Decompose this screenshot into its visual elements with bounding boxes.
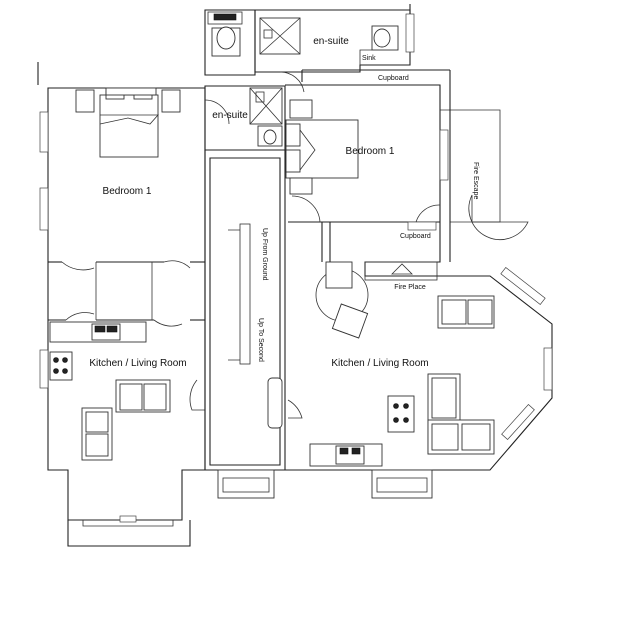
bedroom-right-label: Bedroom 1 xyxy=(346,146,395,157)
left-kitchen-furniture xyxy=(49,321,171,461)
stair-corridor xyxy=(204,150,286,499)
up-to-second-label: Up To Second xyxy=(257,318,264,362)
kitchen-left-label: Kitchen / Living Room xyxy=(89,358,186,369)
left-flat-walls xyxy=(37,62,206,547)
kitchen-right-label: Kitchen / Living Room xyxy=(331,358,428,369)
up-from-ground-label: Up From Ground xyxy=(261,228,268,281)
fire-escape-label: Fire Escape xyxy=(472,162,479,199)
right-kitchen-furniture xyxy=(309,261,495,467)
ensuite-top-label: en-suite xyxy=(313,36,349,47)
bedroom-left-label: Bedroom 1 xyxy=(103,186,152,197)
cupboard-top-label: Cupboard xyxy=(378,75,409,82)
ensuite-mid-label: en-suite xyxy=(212,110,248,121)
right-bedroom-furniture xyxy=(285,99,359,195)
left-bedroom-furniture xyxy=(75,87,181,158)
cupboard-right-label: Cupboard xyxy=(400,233,431,240)
en-suite-block xyxy=(204,4,415,151)
right-flat-walls xyxy=(285,69,553,499)
sink-label: Sink xyxy=(362,55,376,62)
fire-place-label: Fire Place xyxy=(394,284,426,291)
